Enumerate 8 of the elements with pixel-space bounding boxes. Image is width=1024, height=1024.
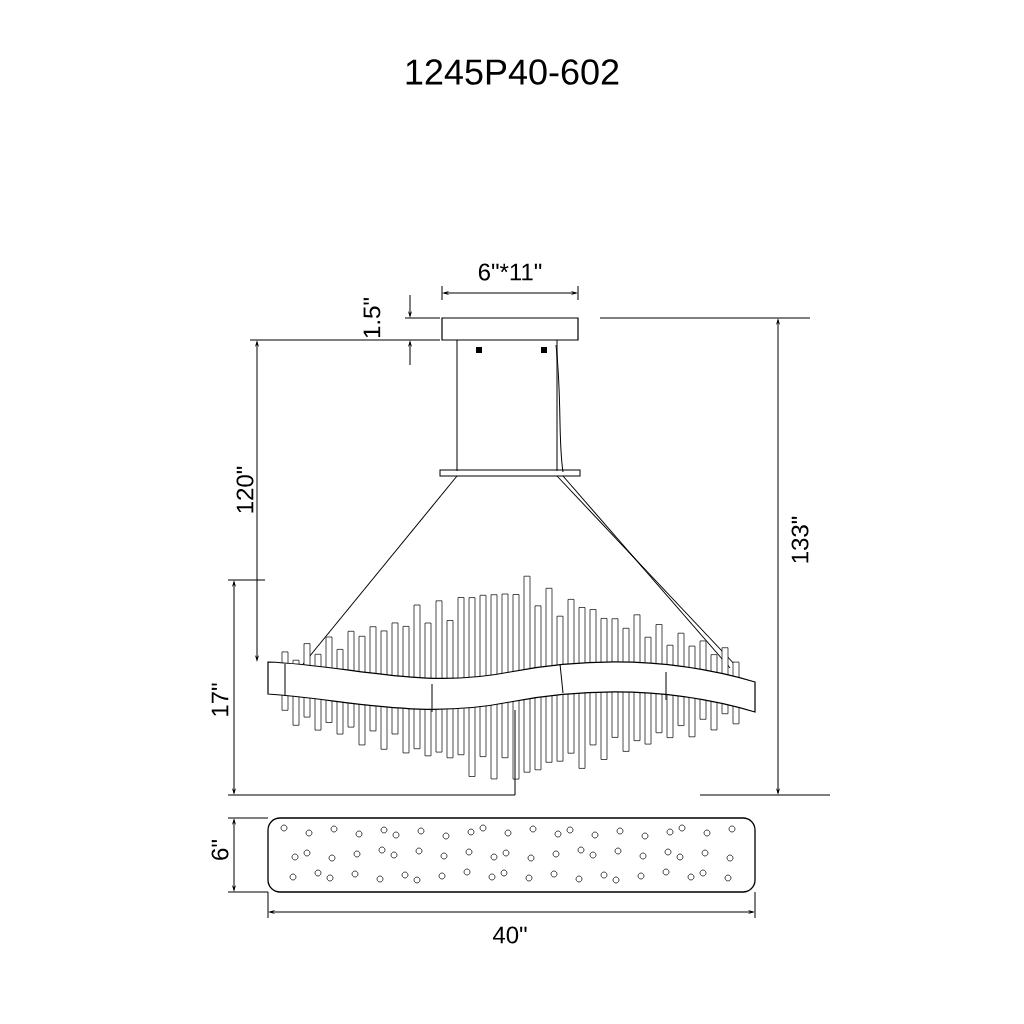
dimension-label: 6"*11"	[478, 263, 542, 281]
dimension-label: 40"	[492, 926, 527, 944]
dimension-label: 6"	[211, 840, 229, 860]
dimension-label: 1.5"	[363, 298, 381, 338]
title: 1245P40-602	[406, 59, 619, 85]
dimension-label: 120"	[236, 466, 254, 513]
dimension-label: 133"	[791, 516, 809, 563]
dimension-label: 17"	[211, 683, 229, 716]
